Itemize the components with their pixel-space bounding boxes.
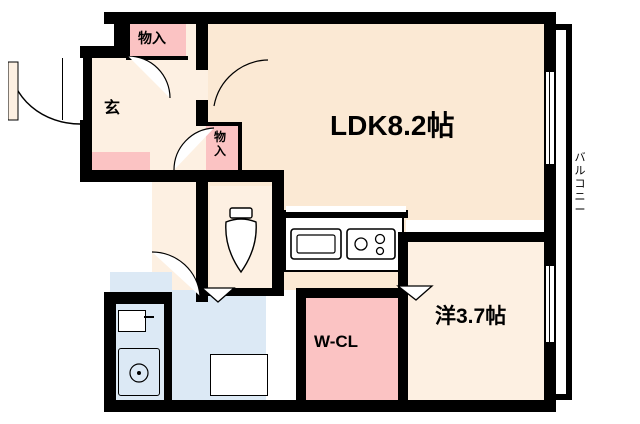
- closet-mid-door-swing: [173, 127, 215, 171]
- wall-wcl-left: [296, 288, 306, 412]
- western-room-floor: [406, 238, 554, 406]
- wall-west-top: [398, 232, 554, 242]
- entrance-floor: [92, 58, 154, 170]
- balcony-label: バルコニー: [574, 152, 586, 216]
- wall-toilet-right: [272, 182, 284, 290]
- closet-top-door-swing: [127, 56, 171, 99]
- washbasin-tap: [144, 316, 154, 318]
- sink-icon: [290, 228, 342, 260]
- wall-closet-mid-right: [238, 122, 242, 174]
- closet-mid-floor: [206, 126, 240, 172]
- entrance-shoe-box: [92, 152, 150, 170]
- closet-mid-label: 物入: [213, 130, 226, 158]
- closet-top-floor: [126, 24, 186, 58]
- western-room-door-arrow: [396, 285, 434, 301]
- western-room-label: 洋3.7帖: [435, 305, 507, 328]
- wall-toilet-top: [208, 170, 284, 182]
- wall-closet-mid-top: [206, 122, 242, 126]
- wall-wcl-top: [296, 288, 408, 298]
- wall-balcony-top: [556, 24, 572, 30]
- wall-entrance-left: [80, 58, 92, 182]
- stove-icon: [346, 228, 396, 260]
- washing-machine-space: [210, 354, 268, 396]
- wall-closet-top-bottom: [126, 56, 188, 60]
- wcl-door-arrow: [200, 287, 236, 303]
- wall-hall-right: [196, 12, 208, 70]
- wall-hall-right-2: [196, 100, 208, 126]
- wall-closet-top-left: [126, 12, 130, 58]
- wall-bottom: [104, 400, 556, 412]
- ldk-label: LDK8.2帖: [330, 110, 455, 141]
- wall-entrance-bottom: [80, 170, 208, 182]
- hall-door-swing-1: [213, 59, 269, 107]
- ldk-sliding-door: [286, 206, 406, 212]
- wall-ldk-left: [196, 12, 208, 24]
- wall-kitchen-back: [284, 210, 408, 218]
- walk-in-closet-floor: [306, 292, 398, 406]
- bathtub-drain-icon: [129, 363, 149, 383]
- window-west-line: [549, 264, 550, 344]
- wall-balcony-bottom: [556, 394, 572, 400]
- entrance-door-panel: [62, 58, 83, 120]
- walk-in-closet-label: W-CL: [314, 332, 359, 351]
- entrance-door-swing: [8, 61, 81, 125]
- window-west-right: [546, 264, 554, 344]
- window-ldk-right: [546, 70, 554, 166]
- washbasin-icon: [118, 310, 146, 332]
- wall-left-lower: [104, 292, 116, 412]
- entrance-label: 玄: [104, 100, 121, 117]
- wall-west-left: [398, 232, 408, 412]
- wall-toilet-bottom: [196, 288, 284, 296]
- wall-bath-right: [164, 292, 172, 412]
- window-ldk-line: [549, 70, 550, 166]
- wall-bath-top: [104, 292, 172, 300]
- toilet-icon: [225, 207, 257, 274]
- wall-top: [104, 12, 556, 24]
- washroom-door-swing: [151, 251, 201, 297]
- closet-top-label: 物入: [138, 30, 166, 46]
- wall-hall-right-3: [196, 170, 208, 302]
- wall-entrance-upper-right: [114, 12, 126, 58]
- wall-balcony-outer: [566, 24, 572, 400]
